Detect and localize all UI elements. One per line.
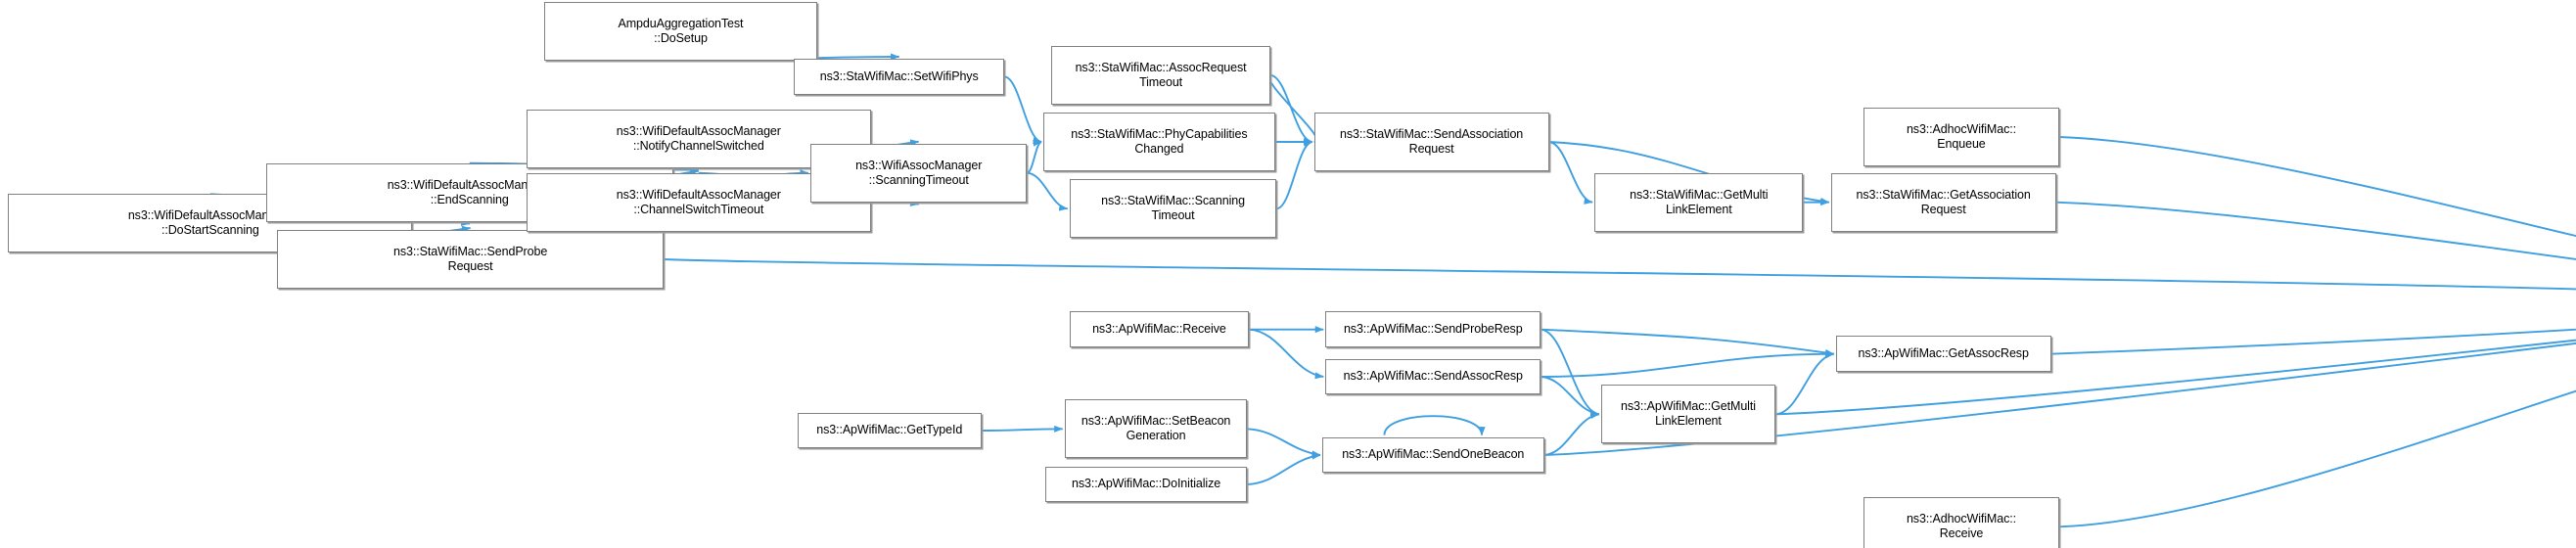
graph-node-label: ns3::AdhocWifiMac:: Enqueue bbox=[1906, 122, 2016, 151]
graph-node[interactable]: ns3::ApWifiMac::GetAssocResp bbox=[1835, 336, 2051, 372]
graph-node[interactable]: ns3::ApWifiMac::Receive bbox=[1069, 311, 1249, 347]
graph-node-label: ns3::StaWifiMac::SetWifiPhys bbox=[819, 68, 979, 83]
graph-node[interactable]: ns3::ApWifiMac::SetBeacon Generation bbox=[1064, 399, 1248, 459]
graph-node[interactable]: ns3::ApWifiMac::GetMulti LinkElement bbox=[1600, 385, 1776, 444]
graph-node[interactable]: AmpduAggregationTest ::DoSetup bbox=[544, 1, 817, 61]
graph-node-label: ns3::ApWifiMac::SetBeacon Generation bbox=[1081, 414, 1231, 443]
graph-node-label: ns3::ApWifiMac::DoInitialize bbox=[1071, 477, 1221, 491]
graph-node-label: ns3::ApWifiMac::GetAssocResp bbox=[1858, 346, 2029, 361]
graph-node-label: ns3::WifiDefaultAssocManager ::EndScanni… bbox=[387, 177, 552, 206]
graph-node-label: ns3::StaWifiMac::SendProbe Request bbox=[392, 245, 548, 273]
graph-node-label: ns3::StaWifiMac::SendAssociation Request bbox=[1339, 127, 1524, 156]
graph-node[interactable]: ns3::WifiAssocManager ::ScanningTimeout bbox=[809, 143, 1028, 203]
graph-node[interactable]: ns3::StaWifiMac::GetMulti LinkElement bbox=[1594, 172, 1804, 232]
graph-node-label: ns3::ApWifiMac::GetTypeId bbox=[816, 423, 963, 437]
graph-node[interactable]: ns3::StaWifiMac::PhyCapabilities Changed bbox=[1043, 113, 1275, 171]
graph-node[interactable]: ns3::StaWifiMac::AssocRequest Timeout bbox=[1051, 45, 1270, 105]
graph-node[interactable]: ns3::AdhocWifiMac:: Receive bbox=[1863, 497, 2059, 548]
graph-node[interactable]: ns3::ApWifiMac::GetTypeId bbox=[797, 412, 982, 449]
graph-node[interactable]: ns3::ApWifiMac::SendOneBeacon bbox=[1321, 436, 1544, 474]
graph-node[interactable]: ns3::StaWifiMac::SendAssociation Request bbox=[1313, 113, 1549, 171]
graph-node[interactable]: ns3::StaWifiMac::SetWifiPhys bbox=[794, 59, 1005, 95]
graph-node-label: ns3::ApWifiMac::SendAssocResp bbox=[1343, 369, 1523, 384]
graph-node-label: ns3::ApWifiMac::GetMulti LinkElement bbox=[1620, 399, 1756, 429]
graph-node-label: ns3::ApWifiMac::SendOneBeacon bbox=[1342, 447, 1525, 462]
graph-node-label: ns3::StaWifiMac::GetMulti LinkElement bbox=[1630, 187, 1769, 216]
graph-node-label: ns3::StaWifiMac::AssocRequest Timeout bbox=[1075, 60, 1247, 89]
graph-node-label: ns3::WifiAssocManager ::ScanningTimeout bbox=[855, 158, 983, 187]
graph-node-label: AmpduAggregationTest ::DoSetup bbox=[618, 16, 744, 45]
graph-node-label: ns3::WifiDefaultAssocManager ::DoStartSc… bbox=[127, 208, 293, 238]
graph-node-label: ns3::ApWifiMac::SendProbeResp bbox=[1343, 322, 1523, 337]
graph-node[interactable]: ns3::StaWifiMac::GetAssociation Request bbox=[1830, 172, 2056, 232]
graph-node[interactable]: ns3::ApWifiMac::DoInitialize bbox=[1044, 466, 1248, 503]
graph-node[interactable]: ns3::StaWifiMac::Scanning Timeout bbox=[1069, 179, 1277, 239]
graph-node[interactable]: ns3::ApWifiMac::SendProbeResp bbox=[1325, 311, 1541, 347]
graph-node[interactable]: ns3::ApWifiMac::SendAssocResp bbox=[1325, 358, 1541, 395]
graph-node-label: ns3::AdhocWifiMac:: Receive bbox=[1906, 512, 2016, 541]
graph-node-label: ns3::StaWifiMac::GetAssociation Request bbox=[1856, 187, 2031, 216]
graph-node-label: ns3::WifiDefaultAssocManager ::ChannelSw… bbox=[616, 187, 781, 216]
graph-node-label: ns3::ApWifiMac::Receive bbox=[1092, 322, 1226, 337]
graph-node-label: ns3::WifiDefaultAssocManager ::NotifyCha… bbox=[616, 123, 781, 153]
graph-node-label: ns3::StaWifiMac::Scanning Timeout bbox=[1101, 194, 1245, 223]
graph-node-label: ns3::StaWifiMac::PhyCapabilities Changed bbox=[1071, 127, 1248, 156]
graph-node[interactable]: ns3::AdhocWifiMac:: Enqueue bbox=[1863, 108, 2059, 166]
graph-node[interactable]: ns3::StaWifiMac::SendProbe Request bbox=[277, 230, 664, 289]
